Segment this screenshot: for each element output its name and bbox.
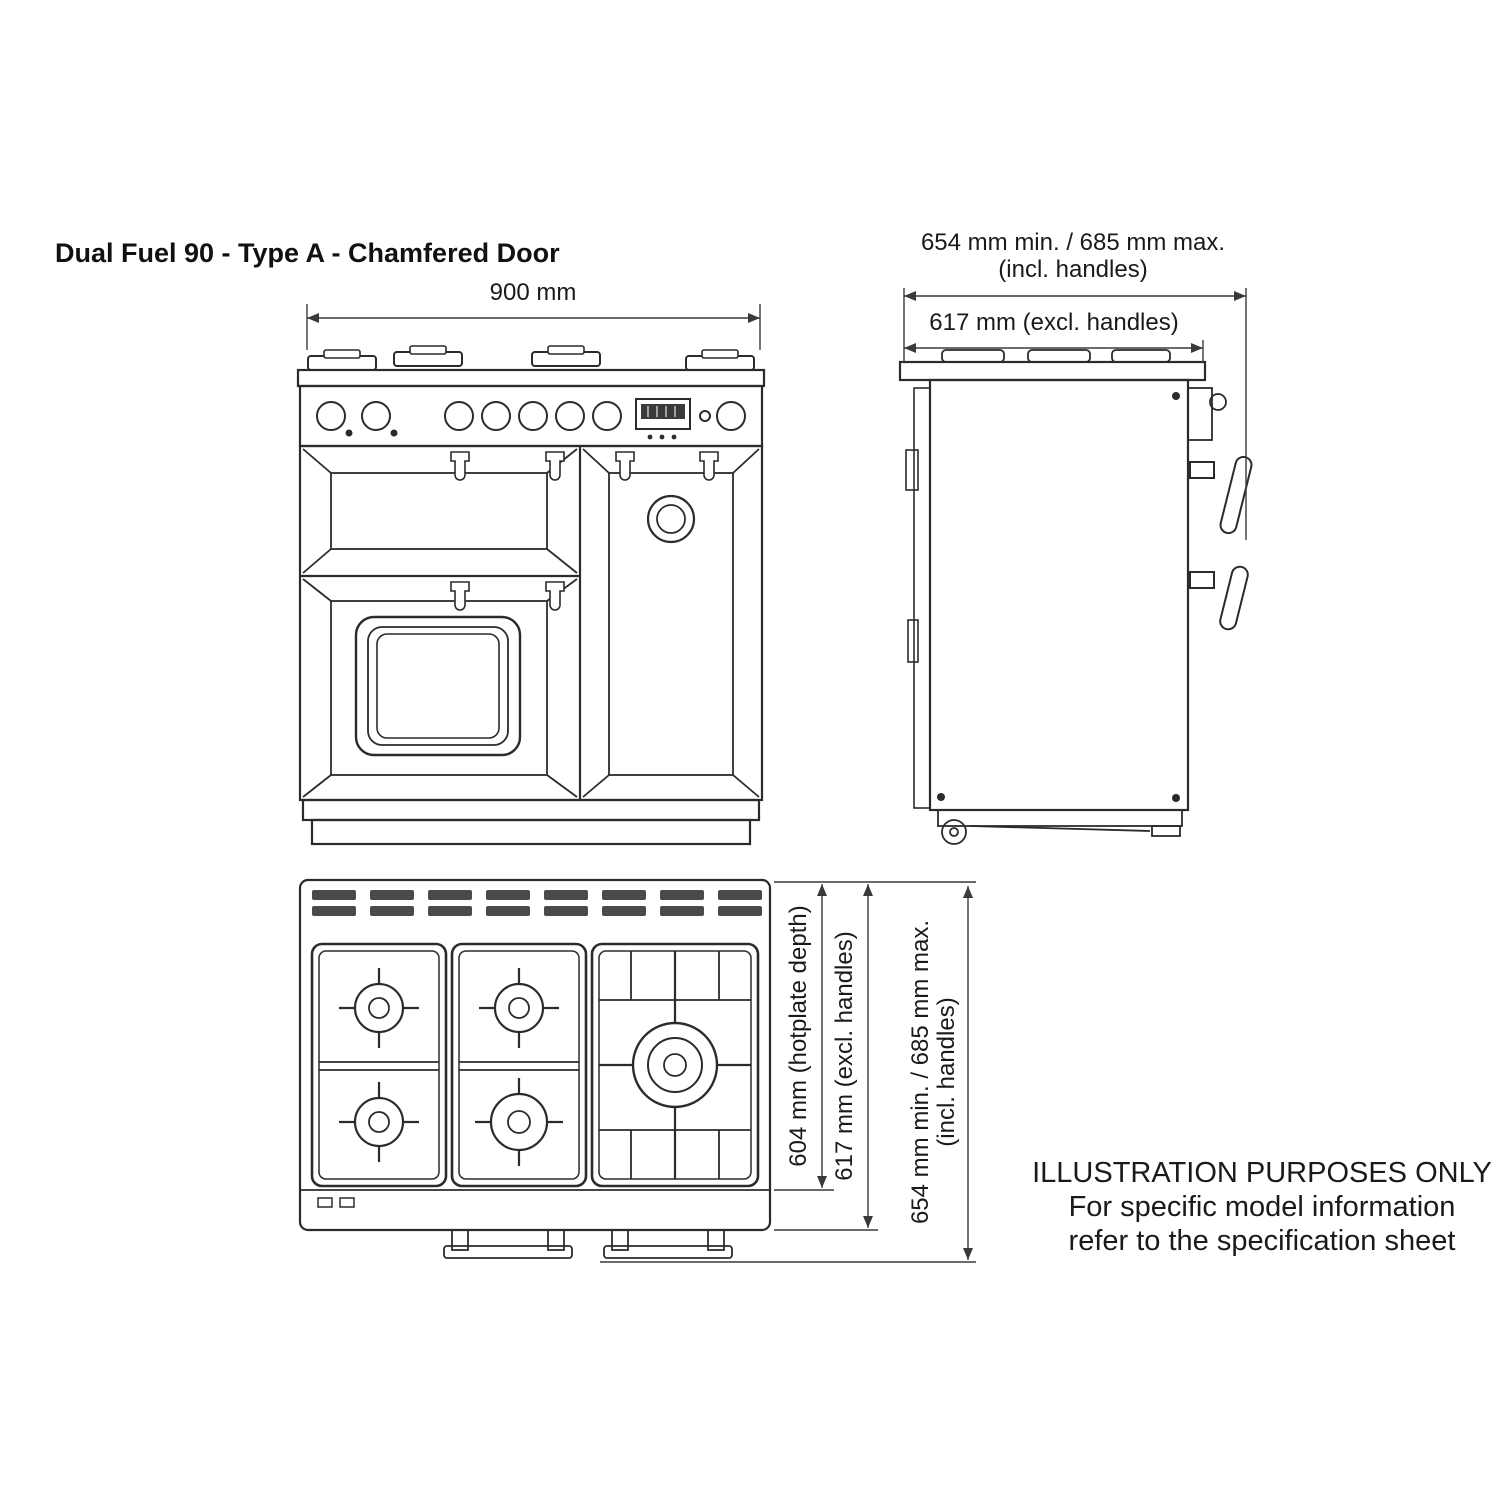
knob-icon bbox=[592, 401, 622, 431]
front-fitting bbox=[317, 1197, 333, 1208]
dim-top-incl-label-1: 654 mm min. / 685 mm max. bbox=[907, 920, 934, 1224]
side-knob bbox=[1209, 393, 1227, 411]
control-panel bbox=[298, 384, 764, 448]
knob-icon bbox=[316, 401, 346, 431]
knob-icon bbox=[361, 401, 391, 431]
indicator-dot bbox=[390, 429, 398, 437]
grate-left bbox=[310, 942, 448, 1188]
side-burner-1 bbox=[941, 349, 1005, 363]
burner-icon bbox=[353, 982, 405, 1034]
dim-side-incl-label-2: (incl. handles) bbox=[998, 256, 1147, 283]
screw-dot bbox=[937, 793, 945, 801]
rear-vents bbox=[312, 890, 762, 916]
top-view bbox=[298, 878, 772, 1259]
note-line-2: For specific model information bbox=[1069, 1191, 1456, 1223]
side-hotplate bbox=[898, 360, 1207, 382]
front-grate-3 bbox=[530, 344, 602, 368]
side-back-fitting-2 bbox=[907, 619, 919, 663]
wok-burner-icon bbox=[631, 1021, 719, 1109]
clock-display bbox=[635, 398, 691, 440]
side-burner-3 bbox=[1111, 349, 1171, 363]
dim-front-width-label: 900 mm bbox=[490, 279, 577, 306]
knob-icon bbox=[716, 401, 746, 431]
doors-frame bbox=[298, 444, 764, 802]
control-knobs bbox=[316, 401, 746, 437]
side-body bbox=[928, 378, 1190, 812]
side-handles bbox=[1189, 455, 1253, 631]
note-line-3: refer to the specification sheet bbox=[1069, 1225, 1456, 1257]
side-control-panel bbox=[1187, 387, 1213, 441]
knob-icon bbox=[481, 401, 511, 431]
illustration-note: ILLUSTRATION PURPOSES ONLY For specific … bbox=[1032, 1157, 1492, 1257]
front-grate-2 bbox=[392, 344, 464, 368]
dim-top-hotplate-label: 604 mm (hotplate depth) bbox=[785, 905, 812, 1166]
front-grate-4 bbox=[684, 348, 756, 372]
dimensions: 900 mm 654 mm min. / 685 mm max. (incl. … bbox=[306, 229, 1247, 1263]
knob-icon bbox=[518, 401, 548, 431]
dim-side-excl-label: 617 mm (excl. handles) bbox=[929, 309, 1178, 336]
screw-dot bbox=[1172, 392, 1180, 400]
oven-window bbox=[354, 615, 522, 757]
top-handles bbox=[443, 1229, 733, 1259]
side-burner-2 bbox=[1027, 349, 1091, 363]
indicator-dot bbox=[345, 429, 353, 437]
page-title: Dual Fuel 90 - Type A - Chamfered Door bbox=[55, 238, 560, 268]
dim-top-incl-label-2: (incl. handles) bbox=[933, 997, 960, 1146]
burner-icon bbox=[489, 1092, 549, 1152]
grate-middle bbox=[450, 942, 588, 1188]
dim-side-incl-label-1: 654 mm min. / 685 mm max. bbox=[921, 229, 1225, 256]
knob-icon bbox=[555, 401, 585, 431]
note-line-1: ILLUSTRATION PURPOSES ONLY bbox=[1032, 1157, 1492, 1189]
side-back-fitting-1 bbox=[905, 449, 919, 491]
knob-icon bbox=[444, 401, 474, 431]
front-view bbox=[296, 344, 766, 846]
side-view bbox=[898, 349, 1253, 845]
main-oven-door bbox=[302, 578, 578, 798]
side-back-panel bbox=[913, 387, 931, 809]
grate-right bbox=[590, 942, 760, 1188]
hob-front-rail bbox=[296, 368, 766, 388]
right-oven-door bbox=[582, 448, 760, 798]
front-grate-1 bbox=[306, 348, 378, 372]
screw-dot bbox=[1172, 794, 1180, 802]
burner-icon bbox=[493, 982, 545, 1034]
front-fitting bbox=[339, 1197, 355, 1208]
burner-icon bbox=[353, 1096, 405, 1148]
grill-door bbox=[302, 448, 578, 574]
plinth-upper bbox=[301, 798, 761, 822]
top-outline bbox=[298, 878, 772, 1232]
ignition-button bbox=[699, 410, 711, 422]
plinth-base bbox=[310, 818, 752, 846]
badge-icon bbox=[646, 494, 696, 544]
side-base bbox=[937, 809, 1183, 845]
dim-top-excl-label: 617 mm (excl. handles) bbox=[831, 931, 858, 1180]
